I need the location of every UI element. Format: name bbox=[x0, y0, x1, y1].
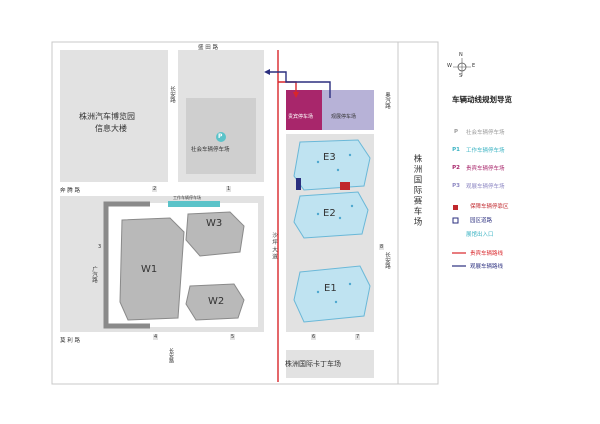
legend-item: P3 观展车辆停车场 bbox=[452, 182, 505, 190]
departure-route-arrow bbox=[264, 69, 270, 75]
road-bottom-left-label: 莫 利 路 bbox=[60, 338, 80, 344]
east-road-marker bbox=[296, 178, 301, 190]
staff-parking-lot bbox=[168, 201, 220, 207]
gate-7: 7 bbox=[355, 334, 361, 340]
legend-item-key: P1 bbox=[452, 147, 460, 153]
site-frame bbox=[51, 41, 439, 385]
vip-parking-lot bbox=[286, 90, 322, 130]
gate-8: 8 bbox=[379, 244, 385, 250]
departure-route-line bbox=[268, 71, 331, 98]
expo-hall-dots bbox=[316, 153, 354, 304]
road-bottom-vertical-label: 长安路 bbox=[168, 348, 174, 363]
gate-5: 5 bbox=[230, 334, 236, 340]
legend-item: P 社会车辆停车场 bbox=[452, 128, 505, 136]
legend-item: 保障车辆停靠区 bbox=[470, 202, 509, 210]
legend-item-label: 观展车辆路线 bbox=[470, 264, 504, 270]
hall-e3-label: E3 bbox=[323, 152, 336, 163]
legend-item-label: 贵宾车辆停车场 bbox=[466, 166, 505, 172]
legend-item-label: 社会车辆停车场 bbox=[466, 130, 505, 136]
road-left-mid-label: 奔 腾 路 bbox=[60, 188, 80, 194]
hall-w3-label: W3 bbox=[206, 218, 223, 229]
legend-item-label: 园区道路 bbox=[470, 218, 493, 224]
gate-1: 1 bbox=[226, 186, 232, 192]
road-left-vertical-label: 长安路 bbox=[169, 86, 175, 103]
legend-item: P2 贵宾车辆停车场 bbox=[452, 164, 505, 172]
gate-4: 4 bbox=[153, 334, 159, 340]
legend-item-label: 工作车辆停车场 bbox=[466, 148, 505, 154]
hall-e2-label: E2 bbox=[323, 208, 336, 219]
road-right-inner-label: 长安路 bbox=[384, 252, 390, 269]
legend-title: 车辆动线规划导览 bbox=[452, 95, 512, 104]
legend-item-label: 展馆出入口 bbox=[466, 232, 494, 238]
road-center-label: 沙 坪 大 道 bbox=[271, 232, 277, 260]
visitor-lot-label: 观展停车场 bbox=[331, 114, 357, 120]
office-building-label: 信息大楼 bbox=[95, 124, 127, 133]
hall-w3 bbox=[185, 211, 245, 257]
legend-item: 园区道路 bbox=[470, 216, 492, 224]
legend-item-label: 观展车辆停车场 bbox=[466, 184, 505, 190]
west-service-ring bbox=[103, 201, 150, 329]
kart-track-label: 株洲国际卡丁车场 bbox=[285, 360, 341, 368]
gate-6: 6 bbox=[311, 334, 317, 340]
road-top-label: 盛 田 路 bbox=[198, 45, 218, 51]
compass-s: S bbox=[459, 73, 463, 79]
hall-w1 bbox=[119, 217, 185, 321]
kart-track-block bbox=[286, 350, 374, 378]
hall-e1-label: E1 bbox=[324, 283, 337, 294]
legend-support-icon bbox=[453, 205, 458, 210]
speedway-label: 株洲国际赛车场 bbox=[412, 154, 422, 228]
gate-2: 2 bbox=[152, 186, 158, 192]
legend-item-key: P2 bbox=[452, 165, 460, 171]
legend-item: 贵宾车辆路线 bbox=[470, 249, 503, 257]
arrival-route-arrow bbox=[293, 92, 299, 98]
road-right-label: 奥汽路 bbox=[384, 92, 390, 109]
public-lot-label: 社会车辆停车场 bbox=[191, 147, 230, 153]
gate-3: 3 bbox=[97, 244, 103, 250]
public-parking-p-label: P bbox=[218, 133, 223, 140]
staff-lot-label: 工作车辆停车场 bbox=[173, 195, 201, 200]
legend-item-label: 保障车辆停靠区 bbox=[470, 204, 509, 210]
legend-item: 观展车辆路线 bbox=[470, 262, 503, 270]
road-left-inner-label: 广汽路 bbox=[91, 266, 97, 283]
exhibition-center-block bbox=[60, 50, 168, 182]
legend-item: P1 工作车辆停车场 bbox=[452, 146, 505, 154]
hall-e2 bbox=[293, 191, 369, 239]
hall-w1-label: W1 bbox=[141, 264, 158, 275]
legend-item-key: P3 bbox=[452, 183, 460, 189]
legend-road-icon bbox=[452, 217, 459, 224]
compass-e: E bbox=[472, 63, 476, 69]
compass-icon bbox=[453, 58, 471, 76]
support-vehicle-zone bbox=[340, 182, 350, 190]
legend-item-label: 贵宾车辆路线 bbox=[470, 251, 504, 257]
hall-e3 bbox=[293, 139, 371, 191]
legend-item: 展馆出入口 bbox=[452, 230, 494, 238]
hall-w2 bbox=[185, 283, 245, 321]
compass-w: W bbox=[447, 63, 452, 69]
public-parking-p-icon bbox=[216, 132, 226, 142]
vip-lot-label: 贵宾停车场 bbox=[288, 114, 314, 120]
compass-n: N bbox=[459, 52, 463, 58]
legend-item-key: P bbox=[453, 129, 459, 135]
exhibition-center-label: 株洲汽车博览园 bbox=[79, 112, 135, 121]
hall-e1 bbox=[293, 265, 371, 323]
hall-w2-label: W2 bbox=[208, 296, 225, 307]
